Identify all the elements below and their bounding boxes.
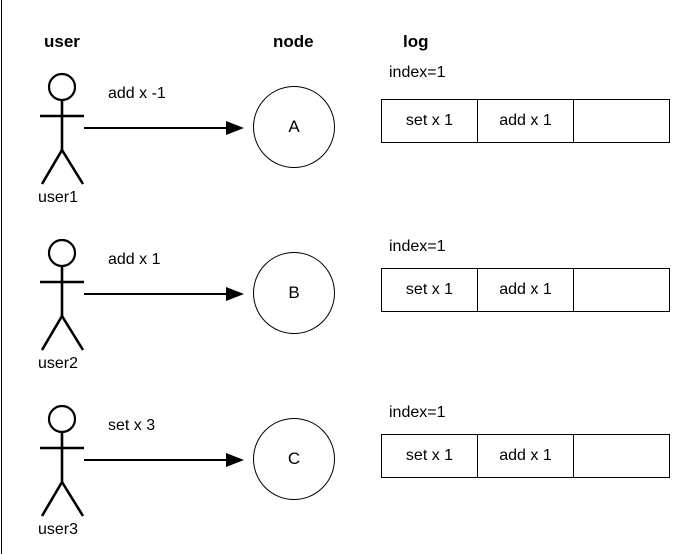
index-label-row2: index=1 <box>389 238 446 255</box>
arrow-label-row3: set x 3 <box>108 417 156 434</box>
index-label-row1: index=1 <box>389 64 446 81</box>
arrow-label-row2: add x 1 <box>108 251 161 268</box>
actor-user3: user3 <box>36 404 108 538</box>
log-table-row3: set x 1 add x 1 <box>381 434 670 478</box>
index-label-row3: index=1 <box>389 404 446 421</box>
left-border-rule <box>1 0 2 554</box>
actor-user1: user1 <box>36 72 108 206</box>
node-a-label: A <box>288 117 300 136</box>
actor-user2: user2 <box>36 238 108 372</box>
log-cell[interactable]: set x 1 <box>382 269 478 311</box>
node-b-label: B <box>288 283 300 302</box>
stick-figure-icon <box>40 404 85 517</box>
arrow-label-row1: add x -1 <box>108 85 166 102</box>
column-header-node: node <box>273 32 314 51</box>
log-table-row2: set x 1 add x 1 <box>381 268 670 312</box>
node-a[interactable]: A <box>253 86 335 168</box>
column-header-log: log <box>403 32 429 51</box>
actor-label-user2: user2 <box>38 355 79 372</box>
log-cell[interactable] <box>574 435 669 477</box>
arrow-user2-to-node-b <box>84 286 244 302</box>
log-cell[interactable]: add x 1 <box>478 100 574 142</box>
actor-label-user3: user3 <box>38 521 79 538</box>
actor-label-user1: user1 <box>38 189 79 206</box>
log-cell[interactable]: set x 1 <box>382 100 478 142</box>
log-table-row1: set x 1 add x 1 <box>381 99 670 143</box>
log-cell[interactable]: set x 1 <box>382 435 478 477</box>
arrow-user1-to-node-a <box>84 120 244 136</box>
log-cell[interactable]: add x 1 <box>478 269 574 311</box>
node-c[interactable]: C <box>253 418 335 500</box>
column-header-user: user <box>44 32 80 51</box>
arrow-user3-to-node-c <box>84 452 244 468</box>
log-cell[interactable] <box>574 269 669 311</box>
node-c-label: C <box>287 449 301 468</box>
log-cell[interactable]: add x 1 <box>478 435 574 477</box>
stick-figure-icon <box>40 72 85 185</box>
log-cell[interactable] <box>574 100 669 142</box>
node-b[interactable]: B <box>253 252 335 334</box>
stick-figure-icon <box>40 238 85 351</box>
